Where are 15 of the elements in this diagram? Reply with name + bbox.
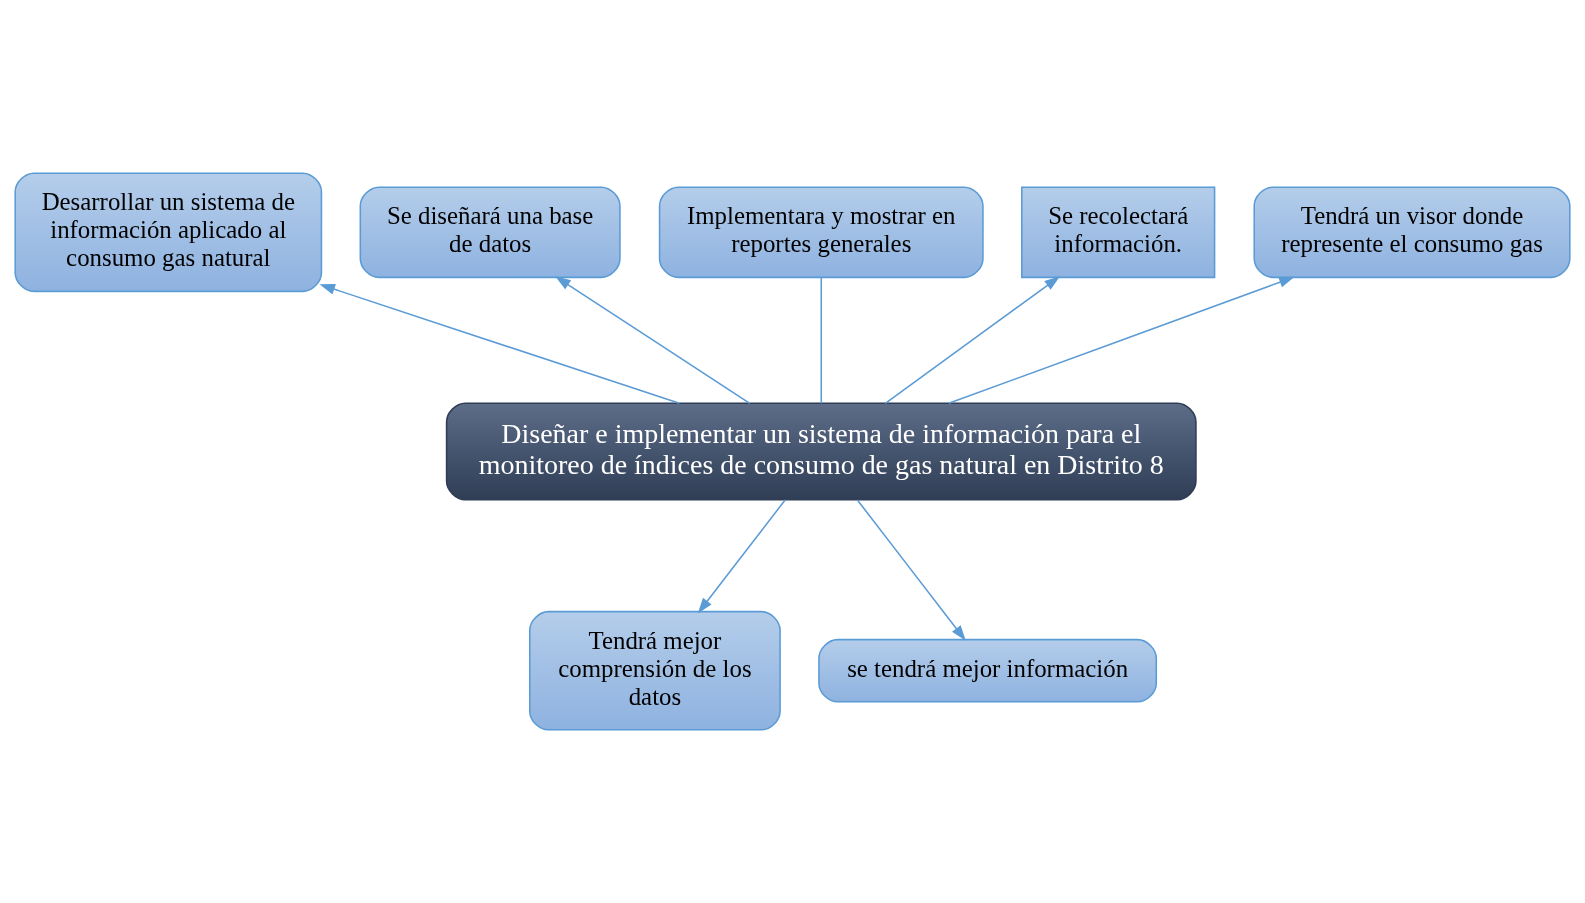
arrow (856, 499, 966, 641)
connector (820, 276, 823, 405)
node-box: Desarrollar un sistema de información aplicado al consumo gas natural (14, 172, 323, 293)
node-box: Diseñar e implementar un sistema de información para el monitoreo de índices de consumo de gas natural en Distrito 8 (445, 402, 1197, 501)
arrow (884, 276, 1060, 405)
arrow (555, 276, 751, 405)
node-box: se tendrá mejor información (818, 638, 1158, 703)
arrow (948, 276, 1295, 405)
node-box: Tendrá mejor comprensión de los datos (529, 610, 781, 731)
arrow (319, 284, 681, 404)
arrow (697, 499, 786, 614)
node-box: Se recolectará información. (1021, 186, 1216, 279)
node-box: Tendrá un visor donde represente el consumo gas (1253, 186, 1571, 279)
node-box: Se diseñará una base de datos (359, 186, 621, 279)
node-box: Implementara y mostrar en reportes generales (658, 186, 984, 279)
